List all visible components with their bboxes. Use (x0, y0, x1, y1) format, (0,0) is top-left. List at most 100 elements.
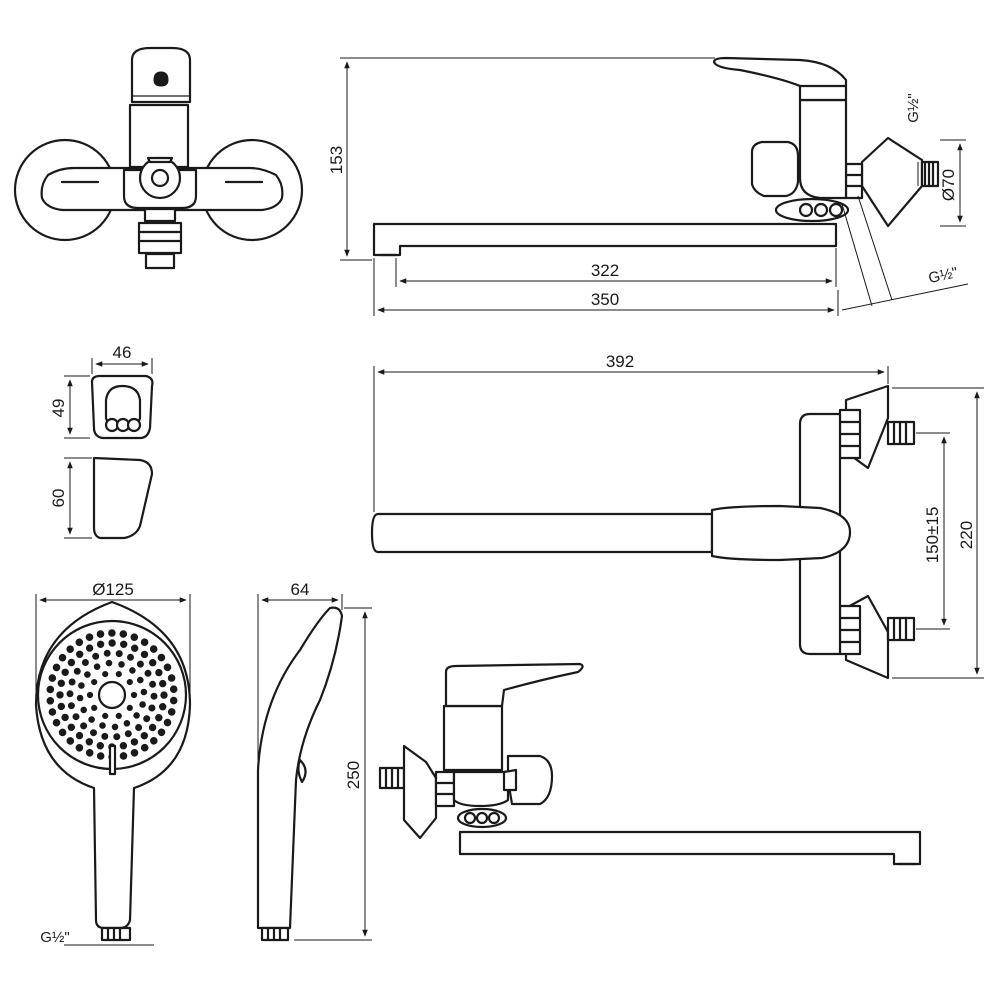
top-lever (710, 504, 852, 562)
side-diverter (750, 140, 800, 198)
shower-outlet (137, 221, 183, 255)
spray-nozzle (155, 714, 163, 722)
spray-nozzle (169, 685, 178, 694)
spray-nozzle (130, 738, 139, 746)
spray-nozzle (140, 638, 149, 647)
wall-holder-front: 46 49 (49, 343, 154, 440)
dim-overall-220: 220 (957, 521, 976, 549)
dim-spout-322: 322 (591, 261, 619, 280)
spray-nozzle (66, 690, 74, 698)
side-lever (712, 56, 848, 102)
spray-nozzle (140, 743, 149, 752)
spray-nozzle (115, 712, 122, 720)
iso-nut (434, 770, 456, 808)
shower-head-front: Ø125 G½" (34, 580, 192, 946)
spray-nozzle (108, 629, 116, 637)
spray-nozzle (129, 667, 136, 674)
spray-nozzle (105, 659, 113, 667)
spray-nozzle (140, 688, 148, 696)
spray-nozzle (56, 691, 64, 699)
spray-nozzle (160, 691, 168, 699)
iso-cartridge (442, 704, 504, 772)
dim-holder-width: 46 (113, 343, 132, 362)
spray-nozzle (46, 685, 55, 694)
spray-nozzle (126, 679, 133, 686)
spray-nozzle (96, 630, 105, 638)
dim-spout-350: 350 (591, 290, 619, 309)
spray-nozzle (48, 674, 57, 682)
spray-nozzle (80, 722, 88, 730)
spray-nozzle (75, 731, 84, 740)
spray-nozzle (130, 633, 139, 642)
spray-nozzle (123, 720, 131, 727)
spray-nozzle (57, 679, 65, 687)
dim-holder-height: 49 (49, 399, 68, 418)
dim-head-depth: 64 (291, 580, 310, 599)
spray-nozzle (76, 694, 84, 702)
spray-nozzle (68, 678, 76, 686)
spray-nozzle (102, 671, 109, 678)
spray-nozzle (88, 716, 95, 723)
spray-nozzle (130, 749, 139, 757)
side-eccentric-nut (844, 162, 864, 200)
iso-diverter (506, 754, 554, 806)
spray-nozzle (102, 712, 109, 720)
dim-head-diameter: Ø125 (92, 580, 134, 599)
spray-nozzle (67, 702, 75, 710)
spray-nozzle (115, 650, 123, 658)
spray-nozzle (66, 737, 75, 745)
spray-nozzle (135, 724, 143, 731)
spray-nozzle (96, 752, 105, 760)
dim-centers-150: 150±15 (923, 507, 942, 564)
spray-nozzle (126, 704, 133, 712)
spray-nozzle (120, 640, 128, 648)
spray-nozzle (85, 738, 94, 746)
mixer-perspective-view (378, 662, 922, 866)
spray-nozzle (67, 723, 76, 731)
hose-connector (100, 926, 132, 942)
spray-nozzle (119, 630, 128, 638)
spray-nozzle (111, 723, 119, 731)
spray-nozzle (96, 640, 105, 648)
spray-nozzle (130, 691, 138, 699)
spray-nozzle (133, 712, 140, 719)
iso-body (452, 770, 510, 808)
side-mixer-body (798, 98, 848, 200)
shower-head-side: 64 250 (256, 580, 372, 942)
dim-top-span-392: 392 (606, 352, 634, 371)
spray-nozzle (140, 650, 149, 659)
side-view-dimensions: 153 322 350 Ø70 G½" G½" (327, 57, 969, 316)
spray-nozzle (101, 732, 109, 740)
spray-nozzle (61, 713, 69, 722)
spray-nozzle (93, 663, 101, 671)
spray-nozzle (85, 633, 94, 642)
spray-nozzle (140, 732, 149, 740)
spray-nozzle (124, 730, 132, 738)
spray-nozzle (149, 680, 157, 688)
spray-nozzle (136, 660, 144, 668)
spray-nozzle (48, 708, 57, 716)
spray-nozzle (75, 638, 84, 647)
spray-nozzle (75, 744, 84, 752)
spray-nozzle (118, 661, 125, 668)
dim-holder-side-height: 60 (49, 489, 68, 508)
iso-spout (458, 830, 922, 866)
mixer-side-view (372, 56, 940, 257)
top-spout (370, 512, 714, 554)
spray-nozzle (58, 653, 67, 662)
spray-nozzle (85, 644, 94, 652)
spray-nozzle (144, 669, 152, 677)
dim-hose-thread: G½" (40, 929, 70, 946)
spray-nozzle (127, 653, 134, 661)
spray-nozzle (113, 733, 121, 741)
dim-thread-top: G½" (905, 93, 922, 123)
wall-holder-side: 60 (49, 456, 154, 540)
spray-nozzle (115, 671, 122, 678)
spray-nozzle (52, 663, 61, 672)
spray-nozzle (157, 728, 166, 737)
spray-nozzle (159, 679, 167, 688)
spray-nozzles (46, 629, 178, 761)
spray-nozzle (99, 722, 106, 729)
spray-nozzle (167, 708, 176, 716)
